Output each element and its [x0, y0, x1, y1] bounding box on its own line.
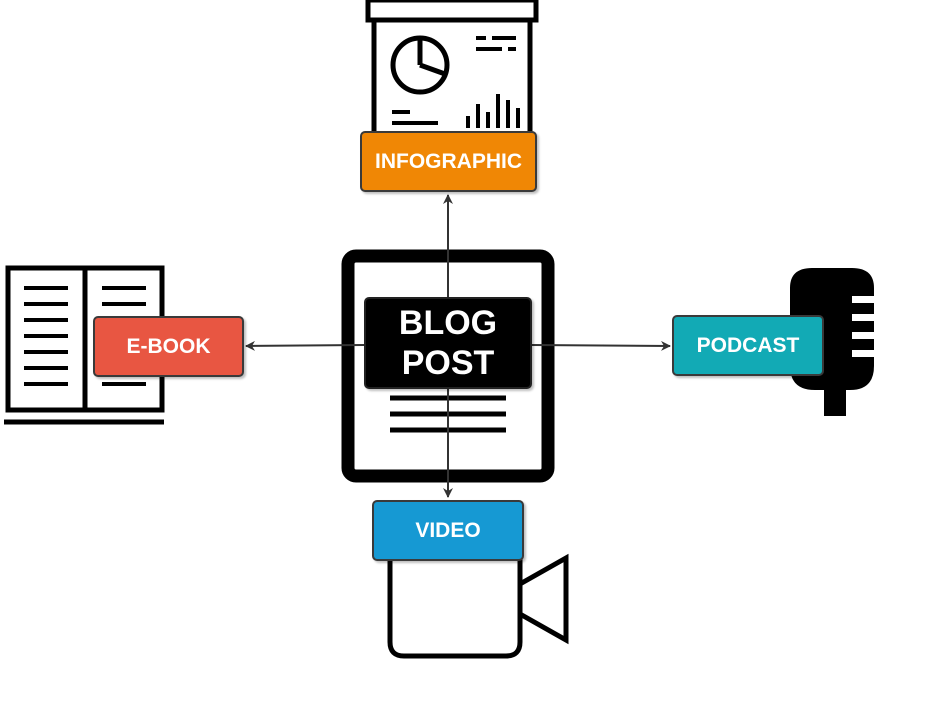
podcast-node[interactable]: PODCAST	[672, 315, 824, 376]
blog-post-label-line1: BLOG	[398, 304, 498, 342]
edge-center-to-podcast	[531, 340, 671, 351]
infographic-node[interactable]: INFOGRAPHIC	[360, 131, 537, 192]
video-node[interactable]: VIDEO	[372, 500, 524, 561]
ebook-label: E-BOOK	[126, 334, 211, 358]
infographic-label: INFOGRAPHIC	[375, 149, 522, 173]
open-book-icon	[4, 265, 165, 425]
video-camera-icon	[387, 553, 569, 659]
blog-post-label-line2: POST	[401, 344, 495, 382]
infographic-board-icon	[365, 0, 539, 135]
video-label: VIDEO	[415, 518, 481, 542]
ebook-node[interactable]: E-BOOK	[93, 316, 244, 377]
podcast-label: PODCAST	[696, 333, 800, 357]
blog-post-node[interactable]: BLOG POST	[364, 297, 532, 389]
edge-center-to-ebook	[245, 340, 365, 351]
